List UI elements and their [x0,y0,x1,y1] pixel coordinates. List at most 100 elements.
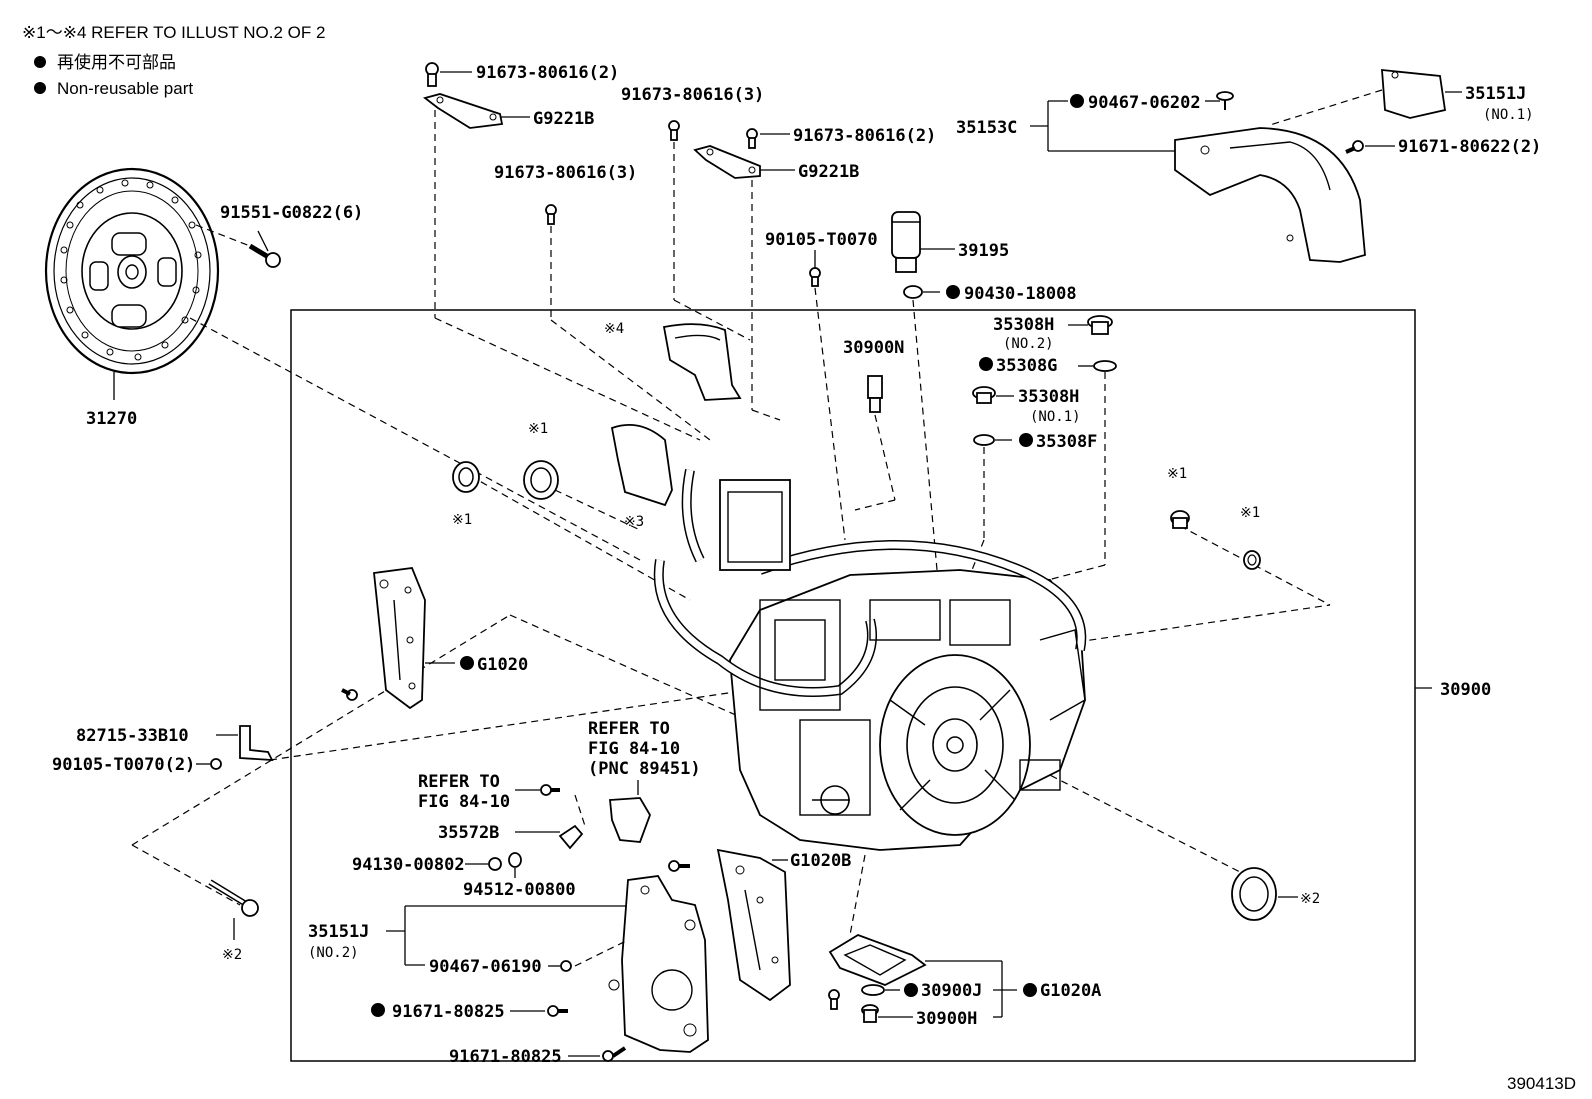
oil-seal-ref1-a[interactable] [523,460,559,500]
gasket-30900j[interactable] [861,984,885,996]
label-91671-80825-b: 91671-80825 [449,1047,562,1067]
clutch-disc-31270[interactable] [44,167,220,375]
label-g9221b-b: G9221B [798,162,859,182]
label-g1020b: G1020B [790,851,851,871]
refer-b-line1: REFER TO [418,772,500,792]
sensor-39195[interactable] [891,211,921,273]
label-g1020a: G1020A [1040,981,1101,1001]
clip-90467-06190[interactable] [560,960,572,972]
label-91671-80825-a: 91671-80825 [392,1002,505,1022]
refer-a-line1: REFER TO [588,719,670,739]
label-30900j: 30900J [921,981,982,1001]
cover-35151j-no2[interactable] [608,875,709,1053]
cover-35151j-no1[interactable] [1381,68,1447,119]
washer-94512-00800[interactable] [508,852,522,868]
bolt-91673-80616-c[interactable] [545,204,557,225]
label-90105-t0070-2: 90105-T0070(2) [52,755,195,775]
plug-35308h-no1[interactable] [972,386,996,404]
label-31270: 31270 [86,409,137,429]
cover-g1020a[interactable] [828,934,927,986]
label-35151j-b-sub: (NO.2) [308,945,359,961]
label-91673-80616-2-b: 91673-80616(2) [793,126,936,146]
ref-mark-3: ※3 [624,514,644,530]
legend-jp: 再使用不可部品 [57,52,176,72]
label-94512-00800: 94512-00800 [463,880,576,900]
label-30900n: 30900N [843,338,904,358]
plug-30900h[interactable] [861,1004,879,1023]
label-g1020: G1020 [477,655,528,675]
refer-note: ※1～※4 REFER TO ILLUST NO.2 OF 2 [22,23,325,42]
pipe-cover-ref3[interactable] [610,424,673,507]
ref-mark-1d: ※1 [1240,505,1260,521]
bracket-g9221b-b[interactable] [693,145,761,179]
gasket-90430-18008[interactable] [903,285,923,299]
label-35151j-b: 35151J [308,922,369,942]
legend-dot-icon [34,56,46,68]
label-35572b: 35572B [438,823,499,843]
label-91551-g0822: 91551-G0822(6) [220,203,363,223]
clip-90467-06202[interactable] [1216,91,1234,110]
label-91673-80616-3-a: 91673-80616(3) [621,85,764,105]
pipe-cover-ref4[interactable] [662,323,742,401]
label-90430-18008: 90430-18008 [964,284,1077,304]
cover-35153c[interactable] [1174,127,1366,263]
bolt-91671-80825-a[interactable] [547,1005,568,1017]
label-35308f: 35308F [1036,432,1097,452]
label-82715-33b10: 82715-33B10 [76,726,189,746]
bracket-g9221b-a[interactable] [423,93,504,129]
bolt-g1020a[interactable] [828,989,840,1010]
label-35151j-a-sub: (NO.1) [1483,107,1534,123]
bolt-g1020[interactable] [341,688,358,701]
cover-g1020[interactable] [373,567,426,710]
label-30900: 30900 [1440,680,1491,700]
bolt-91671-80622[interactable] [1345,140,1364,154]
ref-mark-2a: ※2 [222,947,242,963]
bolt-ref2[interactable] [208,879,259,917]
bolt-refer-fig-84-10[interactable] [540,784,560,796]
label-90105-t0070: 90105-T0070 [765,230,878,250]
ref-mark-1c: ※1 [1167,466,1187,482]
bolt-90105-t0070[interactable] [809,267,821,287]
legend-en: Non-reusable part [57,79,193,98]
label-35308h-b-sub: (NO.1) [1030,409,1081,425]
bolt-91673-80616-a[interactable] [668,120,680,141]
label-35153c: 35153C [956,118,1017,138]
label-91671-80622: 91671-80622(2) [1398,137,1541,157]
seal-ref1-d[interactable] [1243,550,1261,570]
gasket-35308g[interactable] [1093,360,1117,372]
bolt-91551-g0822[interactable] [248,243,281,268]
label-90467-06202: 90467-06202 [1088,93,1201,113]
bolt-91671-80825-b[interactable] [602,1046,627,1062]
plug-35308h-no2[interactable] [1087,315,1113,335]
nut-94130-00802[interactable] [488,857,502,871]
clamp-82715-33b10[interactable] [239,725,274,761]
bolt-91673-80616-b[interactable] [746,128,758,149]
label-35151j-a: 35151J [1465,84,1526,104]
transaxle-assembly-30900[interactable] [653,469,1087,851]
sensor-fig-84-10[interactable] [609,797,651,843]
oil-seal-ref1-b[interactable] [452,461,480,493]
bolt-90105-t0070-2[interactable] [210,758,222,770]
label-94130-00802: 94130-00802 [352,855,465,875]
label-35308h-a-sub: (NO.2) [1003,336,1054,352]
label-g9221b-a: G9221B [533,109,594,129]
label-30900h: 30900H [916,1009,977,1029]
label-91673-80616-2-top: 91673-80616(2) [476,63,619,83]
legend-dot-icon [34,82,46,94]
label-35308h-b: 35308H [1018,387,1079,407]
refer-a-line2: FIG 84-10 [588,739,680,759]
breather-30900n[interactable] [867,375,883,413]
label-35308g: 35308G [996,356,1057,376]
ref-mark-2b: ※2 [1300,891,1320,907]
plug-ref1-c[interactable] [1170,510,1190,529]
assembly-boundary-box [290,309,1416,1062]
oil-seal-ref2[interactable] [1231,867,1277,921]
figure-code: 390413D [1507,1074,1576,1093]
bolt-g1020b[interactable] [668,860,690,872]
bracket-35572b[interactable] [558,824,584,850]
gasket-35308f[interactable] [973,434,995,446]
bolt-91673-80616-top[interactable] [425,62,439,87]
cover-g1020b[interactable] [716,848,791,1002]
ref-mark-1a: ※1 [528,421,548,437]
